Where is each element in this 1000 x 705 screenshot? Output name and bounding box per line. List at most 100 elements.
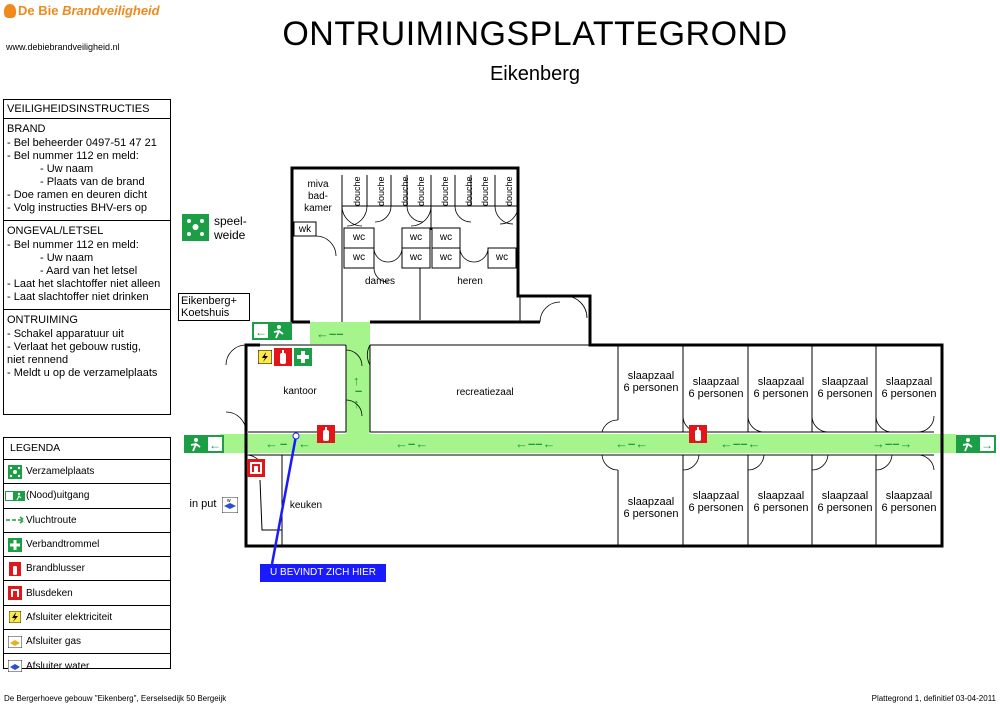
svg-text:–: – xyxy=(355,383,362,398)
instructions-section-title: BRAND xyxy=(7,123,46,135)
fire-blanket-icon xyxy=(247,459,265,477)
svg-text:↑: ↑ xyxy=(353,373,360,388)
brand-name-2: Brandveiligheid xyxy=(62,3,160,18)
page-title: ONTRUIMINGSPLATTEGROND xyxy=(282,15,788,53)
svg-text:←––←: ←––← xyxy=(515,436,555,451)
legend-label: Blusdeken xyxy=(26,587,73,599)
footer-plan-info: Plattegrond 1, definitief 03-04-2011 xyxy=(871,694,996,703)
svg-text:↑: ↑ xyxy=(353,396,360,411)
fire-extinguisher-icon xyxy=(274,348,292,366)
instruction-line: - Bel nummer 112 en meld: xyxy=(7,150,139,162)
wc-label: wc xyxy=(439,252,453,263)
you-are-here-pointer xyxy=(270,435,298,565)
fire-extinguisher-icon xyxy=(689,425,707,443)
svg-text:→: → xyxy=(981,438,993,452)
legend-item: Afsluiter gas xyxy=(4,630,170,655)
first-aid-icon xyxy=(294,348,312,366)
fire-extinguisher-icon xyxy=(317,425,335,443)
brand-name-1: De Bie xyxy=(18,3,59,18)
water-shutoff-icon: w xyxy=(222,497,238,513)
wc-label: wc xyxy=(439,232,453,243)
wc-label: wc xyxy=(495,252,509,263)
svg-text:←: ← xyxy=(298,436,311,451)
instructions-section-title: ONGEVAL/LETSEL xyxy=(7,225,104,237)
svg-text:←: ← xyxy=(209,438,221,452)
instructions-section-title: ONTRUIMING xyxy=(7,314,78,326)
svg-text:←–←: ←–← xyxy=(615,436,648,451)
douche-label: douche xyxy=(480,176,490,206)
legend-item: Afsluiter elektriciteit xyxy=(4,606,170,631)
electricity-shutoff-icon xyxy=(258,350,272,364)
legend-label: (Nood)uitgang xyxy=(26,490,90,502)
brand-url: www.debiebrandveiligheid.nl xyxy=(6,42,120,52)
instruction-line: - Verlaat het gebouw rustig, xyxy=(7,341,141,353)
legend-label: Vluchtroute xyxy=(26,514,77,526)
douche-label: douche xyxy=(352,176,362,206)
footer-address: De Bergerhoeve gebouw "Eikenberg", Eerse… xyxy=(4,694,227,703)
assembly-point-icon xyxy=(182,214,209,241)
legend-item: Verzamelplaats xyxy=(4,460,170,485)
wc-label: wc xyxy=(409,252,423,263)
douche-label: douche xyxy=(416,176,426,206)
instruction-line: - Uw naam xyxy=(40,252,94,264)
emergency-exit-icon: ← xyxy=(252,322,292,340)
speelweide-label: speel-weide xyxy=(214,214,247,242)
in-put-label: in put xyxy=(189,498,217,510)
legend-label: Afsluiter water xyxy=(26,660,90,672)
keuken-label: keuken xyxy=(289,500,323,511)
svg-text:w: w xyxy=(227,498,231,504)
kantoor-label: kantoor xyxy=(283,386,317,397)
emergency-exit-icon: ← xyxy=(184,435,224,453)
inner-walls xyxy=(248,175,934,546)
emergency-exit-icon: → xyxy=(956,435,996,453)
legend-label: Verzamelplaats xyxy=(26,466,95,478)
svg-text:→––→: →––→ xyxy=(872,436,912,451)
wc-label: wc xyxy=(352,252,366,263)
recreatiezaal-label: recreatiezaal xyxy=(456,387,514,398)
svg-text:←: ← xyxy=(255,325,267,339)
wc-label: wc xyxy=(352,232,366,243)
fire-blanket-icon xyxy=(4,586,26,601)
water-shutoff-icon xyxy=(4,660,26,673)
legend-item: Verbandtrommel xyxy=(4,533,170,558)
escape-route xyxy=(220,322,956,453)
wc-label: wc xyxy=(409,232,423,243)
instruction-line: - Laat slachtoffer niet drinken xyxy=(7,291,149,303)
first-aid-icon xyxy=(4,537,26,552)
instruction-line: - Meldt u op de verzamelplaats xyxy=(7,367,158,379)
instruction-line: - Doe ramen en deuren dicht xyxy=(7,189,148,201)
instructions-heading: VEILIGHEIDSINSTRUCTIES xyxy=(4,100,170,119)
svg-text:–: – xyxy=(280,436,287,451)
assembly-point-icon xyxy=(4,464,26,479)
legend-item: Vluchtroute xyxy=(4,509,170,533)
svg-text:←–←: ←–← xyxy=(395,436,428,451)
legend-item: (Nood)uitgang xyxy=(4,484,170,509)
legend-item: Afsluiter water xyxy=(4,654,170,677)
douche-label: douche xyxy=(440,176,450,206)
instruction-line: - Laat het slachtoffer niet alleen xyxy=(7,278,161,290)
instruction-line: - Bel nummer 112 en meld: xyxy=(7,239,139,251)
electricity-shutoff-icon xyxy=(4,611,26,624)
building-label: Eikenberg+Koetshuis xyxy=(178,293,250,321)
svg-text:←––: ←–– xyxy=(316,326,343,341)
brand-logo: De Bie Brandveiligheid xyxy=(4,4,160,18)
instruction-line: - Schakel apparatuur uit xyxy=(7,328,124,340)
emergency-exit-icon xyxy=(4,490,26,501)
page-subtitle: Eikenberg xyxy=(489,63,581,85)
escape-arrows: ← – ← ←–← ←––← ←–← ←––← →––→ ←–– ↑ ↑ – xyxy=(265,326,912,451)
instruction-line: - Volg instructies BHV-ers op xyxy=(7,202,148,214)
escape-route-icon xyxy=(4,516,26,524)
fire-extinguisher-icon xyxy=(4,561,26,576)
svg-text:←: ← xyxy=(265,436,278,451)
